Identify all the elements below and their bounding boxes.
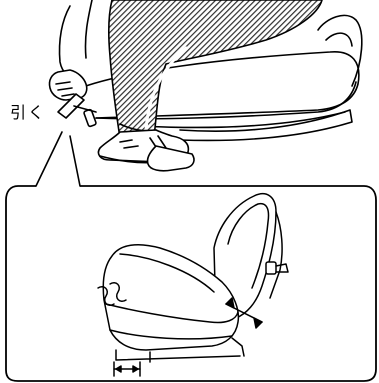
pull-label: 引く [10, 104, 46, 122]
shirt-edge [59, 6, 78, 80]
slide-range-arrow-right [133, 366, 138, 372]
top-scene [36, 0, 362, 186]
lower-scene [98, 194, 288, 376]
slide-range-arrow-left [116, 366, 121, 372]
arm-sleeve [85, 0, 92, 58]
callout-pointer-right [70, 136, 80, 186]
recline-knob [266, 262, 276, 274]
recline-arrow-head-b [254, 318, 262, 328]
seat-backrest [318, 15, 362, 86]
recline-knob-handle [276, 264, 288, 272]
seat-backrest-inner [326, 33, 352, 46]
seat-rail [116, 350, 240, 362]
callout-pointer-left [36, 132, 62, 186]
seat-lower-edge [140, 112, 345, 127]
seat-rail-foot [232, 338, 244, 356]
